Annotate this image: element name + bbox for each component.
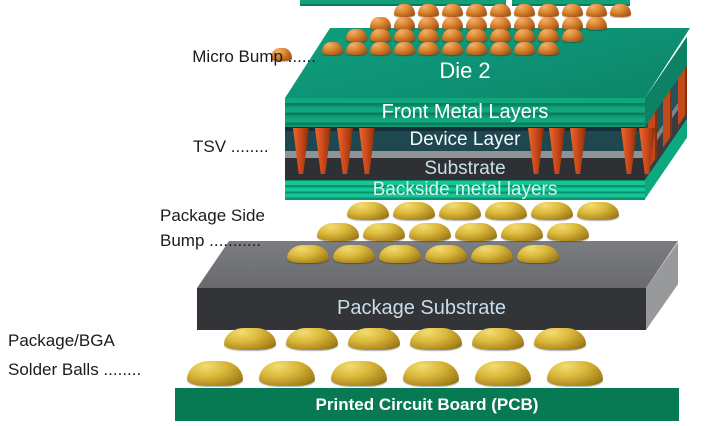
micro-bump	[466, 16, 487, 30]
micro-bump	[538, 41, 559, 55]
bga-solder-ball	[410, 328, 462, 350]
micro-bump	[490, 29, 511, 42]
micro-bump	[370, 29, 391, 42]
package-side-bump	[501, 223, 543, 241]
micro-bump	[394, 29, 415, 42]
micro-bump	[514, 16, 535, 30]
bga-solder-ball	[547, 361, 603, 386]
package-side-bump	[531, 202, 573, 220]
package-side-bump	[425, 245, 467, 263]
package-side-bump	[471, 245, 513, 263]
package-side-bump	[409, 223, 451, 241]
bga-solder-ball	[534, 328, 586, 350]
micro-bump	[346, 29, 367, 42]
gray-interface-band	[285, 151, 645, 158]
upper-die-edge-strip-left	[300, 0, 506, 6]
package-side-bump	[439, 202, 481, 220]
micro-bump	[562, 4, 583, 17]
package-side-bump	[517, 245, 559, 263]
package-side-bump	[485, 202, 527, 220]
micro-bump	[538, 29, 559, 42]
micro-bump	[514, 41, 535, 55]
bga-solder-ball	[403, 361, 459, 386]
package-side-bump	[333, 245, 375, 263]
bga-solder-ball	[187, 361, 243, 386]
upper-die-edge-strip-right	[512, 0, 630, 6]
micro-bump	[466, 4, 487, 17]
micro-bump	[610, 4, 631, 17]
bga-solder-ball	[472, 328, 524, 350]
device-layer-label: Device Layer	[409, 129, 521, 150]
micro-bump	[586, 4, 607, 17]
bga-solder-ball	[259, 361, 315, 386]
micro-bump	[442, 4, 463, 17]
micro-bump	[490, 16, 511, 30]
package-side-bump	[455, 223, 497, 241]
micro-bump	[514, 29, 535, 42]
micro-bump	[394, 4, 415, 17]
package-substrate-front-face: Package Substrate	[197, 288, 646, 330]
micro-bump	[370, 16, 391, 30]
package-side-bump	[317, 223, 359, 241]
package-side-bump	[347, 202, 389, 220]
package-side-bump	[577, 202, 619, 220]
micro-bump	[418, 29, 439, 42]
micro-bump	[370, 41, 391, 55]
micro-bump	[442, 41, 463, 55]
micro-bump	[346, 41, 367, 55]
package-side-bump	[287, 245, 329, 263]
micro-bump	[322, 41, 343, 55]
micro-bump	[394, 16, 415, 30]
micro-bump	[418, 41, 439, 55]
package-side-bump	[547, 223, 589, 241]
substrate-label: Substrate	[424, 158, 506, 179]
micro-bump	[442, 29, 463, 42]
micro-bump	[514, 4, 535, 17]
bga-solder-ball	[224, 328, 276, 350]
package-substrate-label: Package Substrate	[337, 297, 506, 319]
pcb-label: Printed Circuit Board (PCB)	[315, 395, 539, 414]
micro-bump	[538, 16, 559, 30]
micro-bump	[418, 16, 439, 30]
micro-bump	[466, 41, 487, 55]
package-side-bump	[363, 223, 405, 241]
die2-label: Die 2	[439, 58, 491, 83]
micro-bump	[562, 16, 583, 30]
micro-bump	[418, 4, 439, 17]
micro-bump	[562, 29, 583, 42]
micro-bump	[538, 4, 559, 17]
bga-solder-ball	[475, 361, 531, 386]
micro-bump	[271, 48, 292, 61]
bga-solder-ball	[348, 328, 400, 350]
micro-bump	[490, 41, 511, 55]
pcb-board: Printed Circuit Board (PCB)	[175, 388, 679, 421]
package-side-bump	[379, 245, 421, 263]
front-metal-layers-band	[285, 98, 645, 127]
micro-bump	[442, 16, 463, 30]
micro-bump	[586, 16, 607, 30]
backside-metal-band	[285, 180, 645, 200]
bga-solder-ball	[331, 361, 387, 386]
backside-metal-layers-label: Backside metal layers	[372, 179, 558, 200]
label-micro-bump: Micro Bump ......	[192, 47, 316, 66]
package-side-bump	[393, 202, 435, 220]
label-tsv: TSV ........	[193, 137, 269, 156]
micro-bump	[466, 29, 487, 42]
front-metal-layers-label: Front Metal Layers	[381, 101, 549, 123]
bga-solder-ball	[286, 328, 338, 350]
micro-bump	[394, 41, 415, 55]
micro-bump	[490, 4, 511, 17]
